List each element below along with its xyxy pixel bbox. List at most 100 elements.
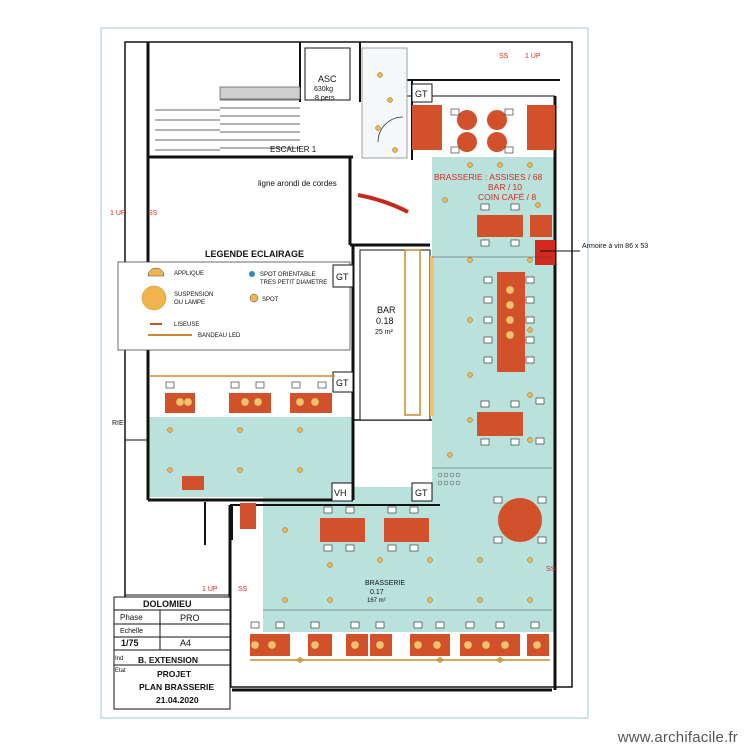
chair: [291, 381, 301, 389]
gt-box-bar2: [332, 371, 354, 393]
capacity-line-3: COIN CAFÉ / 8: [478, 192, 536, 202]
pendant-lamp-icon: [310, 397, 320, 407]
chair: [409, 544, 419, 552]
spot-icon: [427, 597, 433, 603]
spot-icon: [467, 317, 473, 323]
up-label-top: 1 UP: [525, 53, 541, 60]
chair: [510, 438, 520, 446]
chair: [409, 506, 419, 514]
lift-label: ASC: [318, 74, 337, 84]
watermark-footer: www.archifacile.fr: [617, 729, 738, 746]
lift-box: [304, 47, 351, 101]
chair: [525, 296, 535, 304]
ss-label-bottom: SS: [238, 586, 248, 593]
bar-label: BAR: [377, 305, 396, 315]
tb-title3: PLAN BRASSERIE: [139, 682, 214, 692]
table-4p-lower: [477, 412, 523, 436]
bar-area-m2: 25 m²: [375, 329, 394, 336]
plant-icon: [455, 472, 461, 478]
brasserie-area: 167 m²: [367, 598, 386, 604]
chair: [504, 108, 514, 116]
spot-icon: [442, 197, 448, 203]
cafe-small-table: [240, 503, 256, 529]
escalier-label: ESCALIER 1: [270, 145, 317, 154]
pendant-lamp-icon: [295, 397, 305, 407]
banquette-table: [308, 634, 332, 656]
suspension-icon: [141, 285, 167, 311]
bar-counter-strip: [430, 256, 434, 416]
chair: [345, 544, 355, 552]
brasserie-label: BRASSERIE: [365, 580, 405, 587]
legend-suspension-2: OU LAMPE: [174, 300, 205, 306]
spot-icon: [527, 257, 533, 263]
rie-label: RIE: [112, 420, 124, 427]
chair: [525, 336, 535, 344]
plant-icon: [449, 480, 455, 486]
lighting-legend: LEGENDE ECLAIRAGE APPLIQUE SUSPENSION OU…: [117, 249, 351, 351]
brasserie-number: 0.17: [370, 589, 384, 596]
gt-label-bar2: GT: [336, 378, 349, 388]
pendant-lamp-icon: [505, 315, 515, 325]
spot-icon: [377, 557, 383, 563]
cafe-table: [229, 393, 271, 413]
spot-icon: [297, 467, 303, 473]
ss-label-right: SS: [546, 566, 556, 573]
chair: [525, 356, 535, 364]
spot-icon: [375, 125, 381, 131]
spot-icon: [527, 597, 533, 603]
pendant-lamp-icon: [532, 640, 542, 650]
pendant-lamp-icon: [432, 640, 442, 650]
spot-icon: [527, 557, 533, 563]
vh-box: [331, 482, 353, 502]
legend-spot: SPOT: [262, 297, 279, 303]
applique-icon: [147, 267, 165, 277]
round-table: [487, 132, 507, 152]
chair: [493, 496, 503, 504]
chair: [537, 536, 547, 544]
bar-number: 0.18: [376, 316, 394, 326]
chair: [510, 239, 520, 247]
plant-icon: [437, 472, 443, 478]
spot-icon: [527, 327, 533, 333]
spot-icon: [377, 72, 383, 78]
pendant-lamp-icon: [310, 640, 320, 650]
spot-icon: [237, 427, 243, 433]
lift-persons: 8 pers: [315, 95, 335, 102]
chair: [317, 381, 327, 389]
spot-icon: [327, 597, 333, 603]
entrance-sas: [361, 47, 408, 159]
pendant-lamp-icon: [350, 640, 360, 650]
bar-counter: [404, 249, 421, 416]
spot-icon: [467, 257, 473, 263]
table-4p: [477, 215, 523, 237]
legend-suspension-1: SUSPENSION: [174, 292, 213, 298]
entrance-door-swing: [377, 116, 404, 143]
spot-icon: [392, 147, 398, 153]
spot-icon: [167, 427, 173, 433]
chair: [493, 536, 503, 544]
vh-label: VH: [334, 488, 347, 498]
chair: [230, 381, 240, 389]
tb-date: 21.04.2020: [156, 695, 199, 705]
spot-icon: [447, 452, 453, 458]
table-2p: [530, 215, 552, 237]
legend-spot-orientable-2: TRES PETIT DIAMETRE: [260, 280, 327, 286]
chair: [480, 400, 490, 408]
pendant-lamp-icon: [183, 397, 193, 407]
chair: [387, 506, 397, 514]
chair: [483, 276, 493, 284]
spot-icon: [477, 597, 483, 603]
chair: [504, 146, 514, 154]
gt-box-bar: [332, 264, 354, 288]
pendant-lamp-icon: [505, 330, 515, 340]
tb-project: DOLOMIEU: [143, 599, 192, 609]
spot-icon: [535, 202, 541, 208]
banquette-left: [412, 105, 442, 150]
chair: [255, 381, 265, 389]
chair: [525, 316, 535, 324]
plant-icon: [437, 480, 443, 486]
pendant-lamp-icon: [413, 640, 423, 650]
chair: [510, 400, 520, 408]
chair: [480, 438, 490, 446]
